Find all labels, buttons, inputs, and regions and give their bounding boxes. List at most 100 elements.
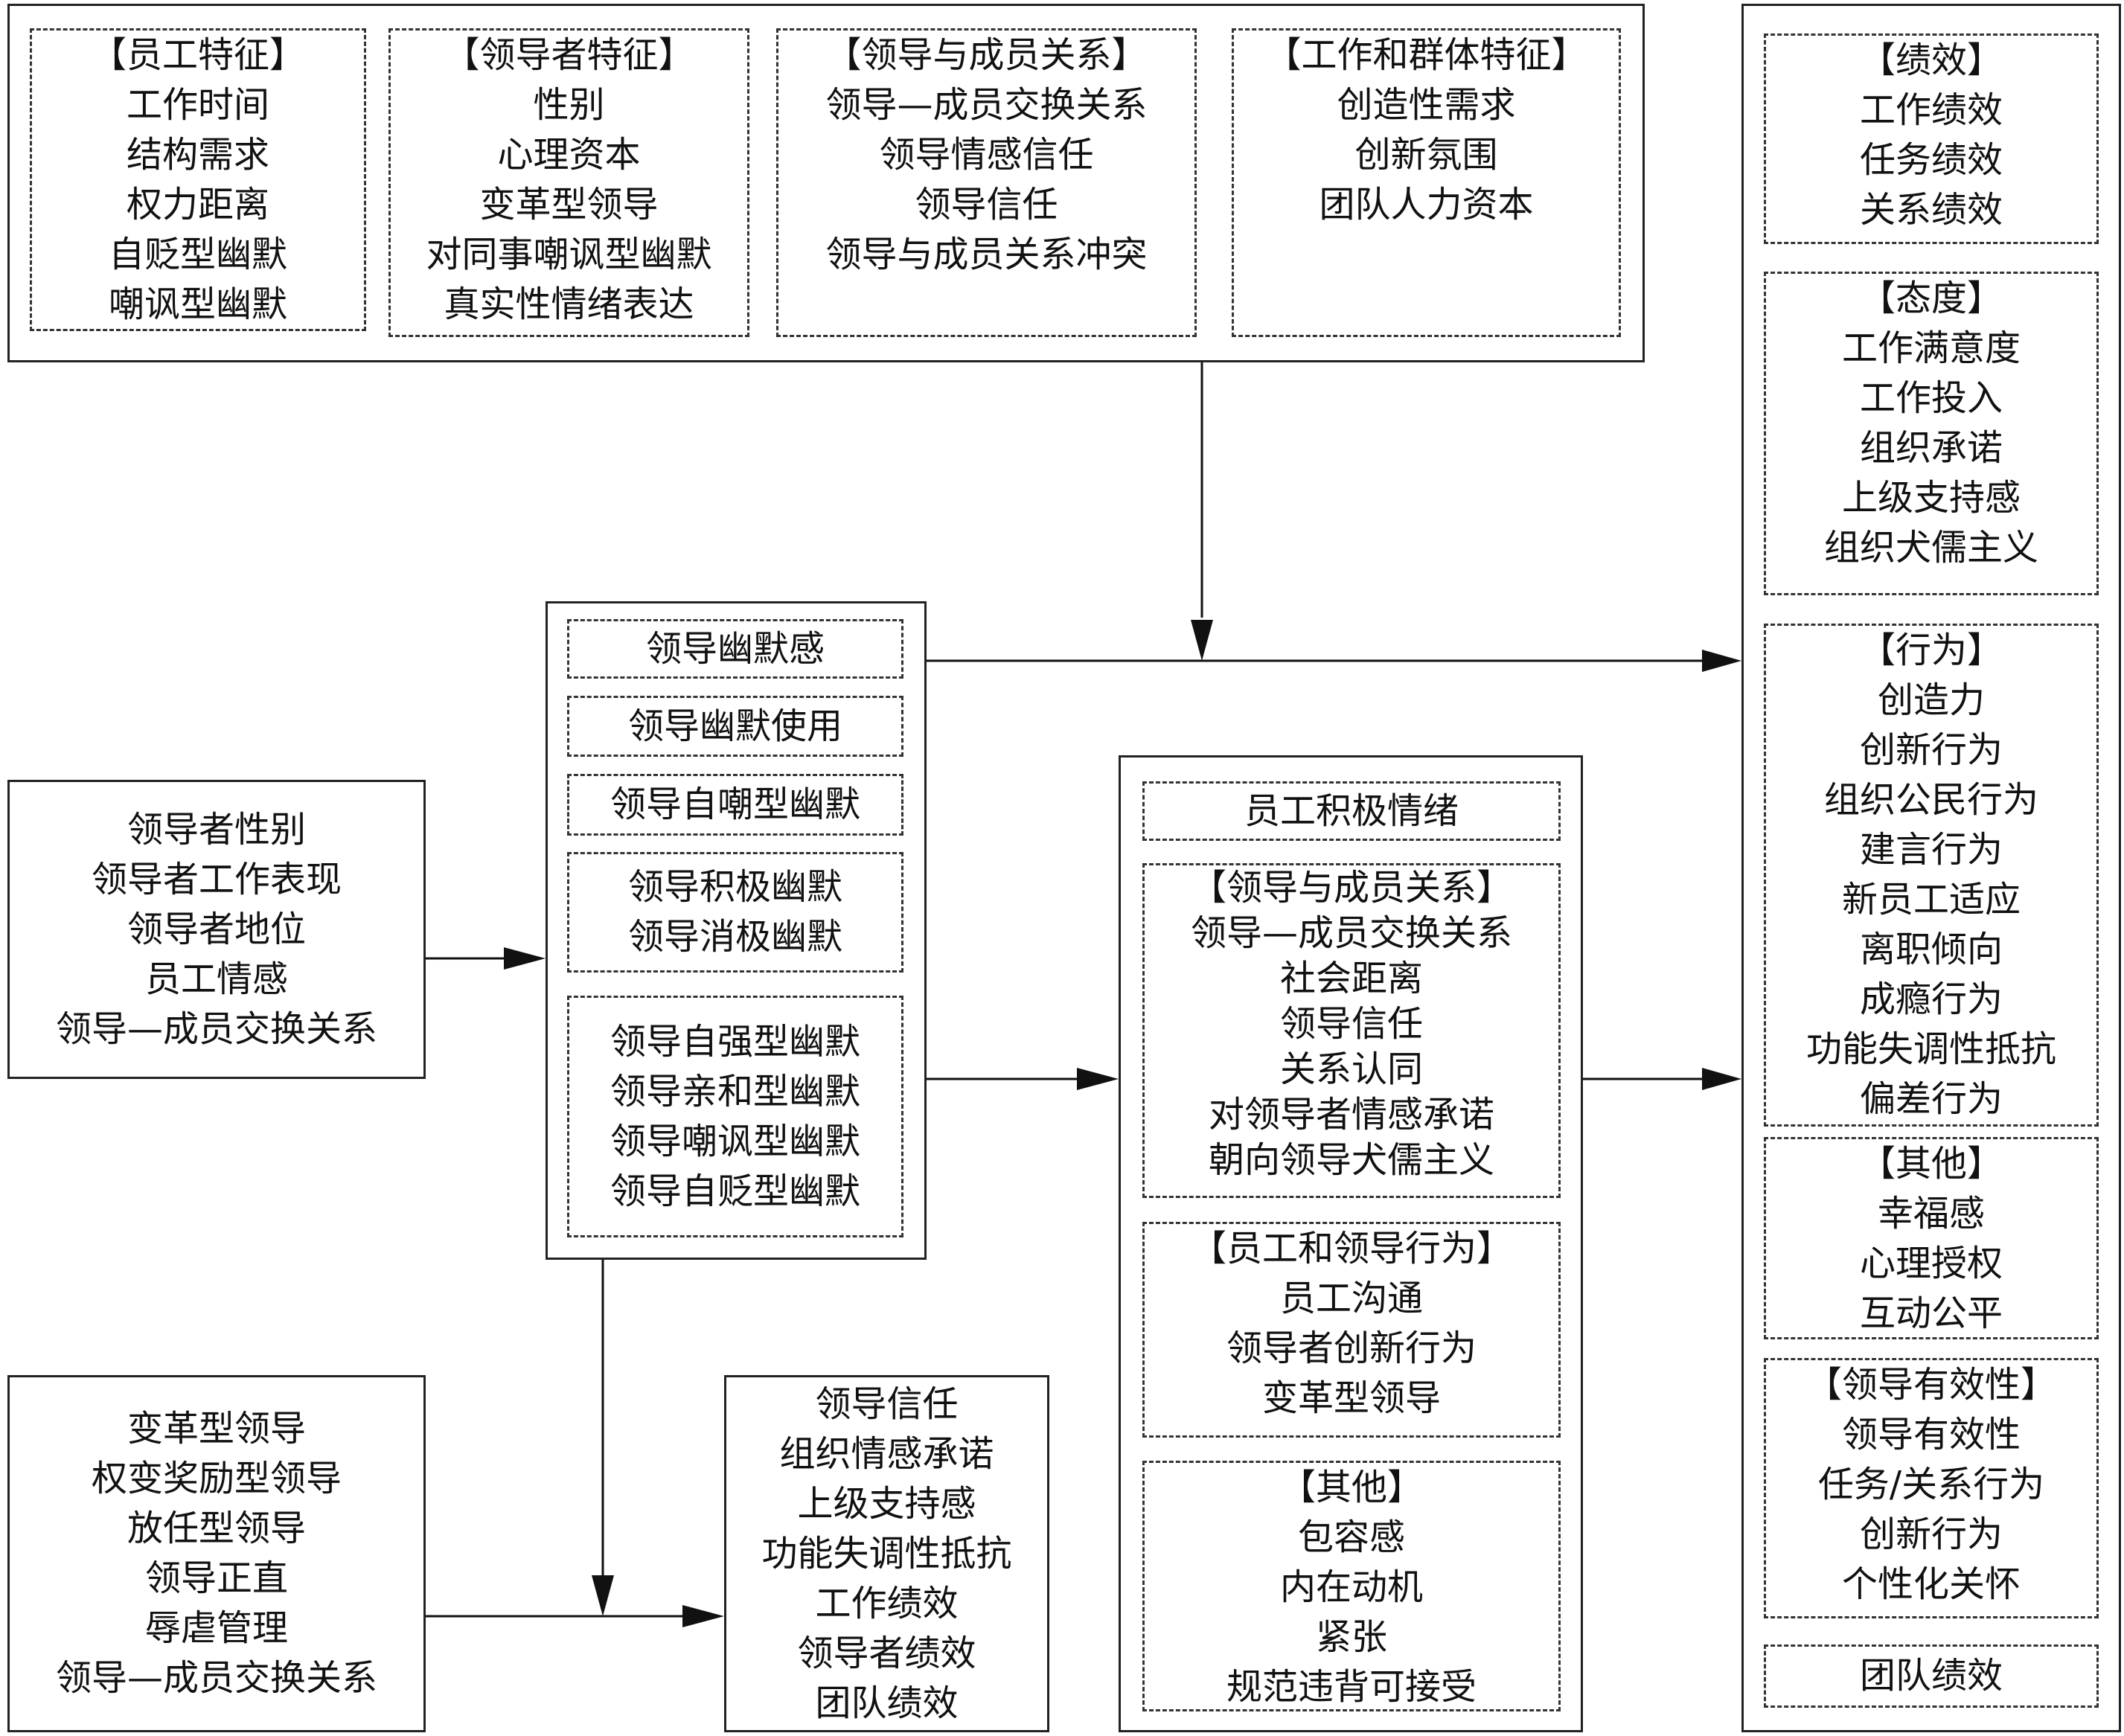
list-item: 领导—成员交换关系 — [825, 84, 1148, 126]
list-item: 权力距离 — [126, 184, 269, 225]
humor-use-box: 领导幽默使用 — [567, 696, 903, 757]
list-item: 工作时间 — [126, 84, 269, 126]
employee-traits-box: 【员工特征】 工作时间 结构需求 权力距离 自贬型幽默 嘲讽型幽默 — [30, 28, 366, 331]
list-item: 功能失调性抵抗 — [1805, 1028, 2056, 1070]
list-item: 自贬型幽默 — [108, 234, 287, 275]
list-item: 真实性情绪表达 — [444, 284, 694, 325]
leader-traits-box: 【领导者特征】 性别 心理资本 变革型领导 对同事嘲讽型幽默 真实性情绪表达 — [388, 28, 749, 337]
list-item: 领导—成员交换关系 — [1190, 912, 1512, 954]
list-item: 个性化关怀 — [1841, 1563, 2021, 1605]
list-item: 领导信任 — [915, 184, 1058, 225]
list-item: 工作满意度 — [1841, 327, 2021, 369]
list-item: 社会距离 — [1279, 958, 1423, 999]
list-item: 创造力 — [1877, 679, 1985, 721]
list-item: 领导自强型幽默 — [610, 1020, 860, 1063]
list-item: 组织情感承诺 — [779, 1432, 994, 1475]
list-item: 对领导者情感承诺 — [1208, 1094, 1494, 1136]
leader-member-relation-box: 【领导与成员关系】 领导—成员交换关系 领导情感信任 领导信任 领导与成员关系冲… — [776, 28, 1197, 337]
list-item: 结构需求 — [126, 134, 269, 176]
list-item: 变革型领导 — [127, 1408, 306, 1450]
list-item: 偏差行为 — [1859, 1078, 2003, 1120]
attitude-box: 【态度】 工作满意度 工作投入 组织承诺 上级支持感 组织犬儒主义 — [1764, 272, 2099, 595]
employee-traits-title: 【员工特征】 — [90, 34, 305, 76]
list-item: 上级支持感 — [1841, 477, 2021, 519]
work-group-traits-box: 【工作和群体特征】 创造性需求 创新氛围 团队人力资本 — [1232, 28, 1621, 337]
list-item: 关系认同 — [1279, 1048, 1423, 1090]
list-item: 领导者工作表现 — [91, 858, 342, 900]
leader-effectiveness-box: 【领导有效性】 领导有效性 任务/关系行为 创新行为 个性化关怀 — [1764, 1358, 2099, 1618]
list-item: 离职倾向 — [1859, 929, 2003, 970]
outcome-other-box: 【其他】 幸福感 心理授权 互动公平 — [1764, 1137, 2099, 1339]
list-item: 工作绩效 — [815, 1582, 959, 1624]
list-item: 团队绩效 — [815, 1682, 959, 1724]
moderated-outcomes-box: 领导信任 组织情感承诺 上级支持感 功能失调性抵抗 工作绩效 领导者绩效 团队绩… — [724, 1375, 1049, 1732]
list-item: 包容感 — [1297, 1516, 1405, 1558]
list-item: 内在动机 — [1279, 1566, 1423, 1608]
list-item: 领导嘲讽型幽默 — [610, 1120, 860, 1162]
list-item: 变革型领导 — [479, 184, 659, 225]
list-item: 嘲讽型幽默 — [108, 284, 287, 325]
list-item: 互动公平 — [1859, 1293, 2003, 1334]
list-item: 任务/关系行为 — [1817, 1464, 2045, 1505]
list-item: 功能失调性抵抗 — [761, 1532, 1012, 1575]
list-item: 领导—成员交换关系 — [55, 1657, 377, 1699]
list-item: 对同事嘲讽型幽默 — [426, 234, 712, 275]
list-item: 上级支持感 — [797, 1482, 976, 1525]
arrowhead-humor-to-outcomes — [1702, 650, 1741, 672]
list-item: 领导有效性 — [1841, 1414, 2021, 1455]
list-item: 领导信任 — [815, 1383, 959, 1425]
list-item: 创新行为 — [1859, 1514, 2003, 1555]
mediator-relation-title: 【领导与成员关系】 — [1190, 867, 1512, 909]
positive-emotion-box: 员工积极情绪 — [1142, 781, 1561, 841]
leader-member-relation-title: 【领导与成员关系】 — [825, 34, 1148, 76]
leader-effectiveness-title: 【领导有效性】 — [1805, 1364, 2056, 1406]
list-item: 员工沟通 — [1279, 1278, 1423, 1319]
mediator-behavior-box: 【员工和领导行为】 员工沟通 领导者创新行为 变革型领导 — [1142, 1222, 1561, 1438]
humor-sense-label: 领导幽默感 — [645, 627, 825, 670]
list-item: 心理资本 — [497, 134, 641, 176]
list-item: 关系绩效 — [1859, 189, 2003, 231]
humor-sense-box: 领导幽默感 — [567, 619, 903, 679]
list-item: 领导与成员关系冲突 — [825, 234, 1148, 275]
humor-styles-box: 领导自强型幽默 领导亲和型幽默 领导嘲讽型幽默 领导自贬型幽默 — [567, 996, 903, 1237]
team-performance-box: 团队绩效 — [1764, 1644, 2099, 1708]
list-item: 朝向领导犬儒主义 — [1208, 1139, 1494, 1181]
list-item: 权变奖励型领导 — [91, 1458, 342, 1499]
list-item: 创新行为 — [1859, 729, 2003, 771]
behavior-title: 【行为】 — [1859, 630, 2003, 671]
list-item: 新员工适应 — [1841, 879, 2021, 920]
list-item: 紧张 — [1315, 1616, 1387, 1658]
leader-traits-title: 【领导者特征】 — [444, 34, 694, 76]
humor-use-label: 领导幽默使用 — [627, 705, 842, 747]
list-item: 领导消极幽默 — [627, 916, 842, 958]
mediator-other-title: 【其他】 — [1279, 1467, 1423, 1508]
work-group-traits-title: 【工作和群体特征】 — [1265, 34, 1587, 76]
attitude-title: 【态度】 — [1859, 278, 2003, 319]
humor-self-mock-box: 领导自嘲型幽默 — [567, 774, 903, 836]
behavior-box: 【行为】 创造力 创新行为 组织公民行为 建言行为 新员工适应 离职倾向 成瘾行… — [1764, 624, 2099, 1127]
performance-box: 【绩效】 工作绩效 任务绩效 关系绩效 — [1764, 33, 2099, 244]
list-item: 领导者性别 — [127, 808, 306, 851]
list-item: 规范违背可接受 — [1226, 1666, 1477, 1708]
list-item: 工作绩效 — [1859, 89, 2003, 131]
list-item: 建言行为 — [1859, 829, 2003, 871]
arrowhead-left-to-humor — [504, 947, 546, 970]
team-performance-label: 团队绩效 — [1859, 1655, 2003, 1697]
list-item: 团队人力资本 — [1319, 184, 1534, 225]
list-item: 辱虐管理 — [144, 1607, 288, 1649]
mediator-other-box: 【其他】 包容感 内在动机 紧张 规范违背可接受 — [1142, 1461, 1561, 1711]
mediator-behavior-title: 【员工和领导行为】 — [1190, 1228, 1512, 1269]
arrowhead-humor-to-mediators — [1077, 1068, 1119, 1090]
list-item: 领导积极幽默 — [627, 866, 842, 908]
list-item: 变革型领导 — [1261, 1377, 1441, 1419]
list-item: 创新氛围 — [1354, 134, 1498, 176]
list-item: 领导正直 — [144, 1557, 288, 1599]
list-item: 领导自贬型幽默 — [610, 1170, 860, 1212]
list-item: 领导信任 — [1279, 1003, 1423, 1045]
left-antecedents-box: 领导者性别 领导者工作表现 领导者地位 员工情感 领导—成员交换关系 — [7, 780, 426, 1079]
arrowhead-bottomleft-to-outcomes — [682, 1605, 724, 1627]
bottom-left-box: 变革型领导 权变奖励型领导 放任型领导 领导正直 辱虐管理 领导—成员交换关系 — [7, 1375, 426, 1732]
list-item: 成瘾行为 — [1859, 978, 2003, 1020]
outcome-other-title: 【其他】 — [1859, 1143, 2003, 1185]
list-item: 心理授权 — [1859, 1243, 2003, 1284]
